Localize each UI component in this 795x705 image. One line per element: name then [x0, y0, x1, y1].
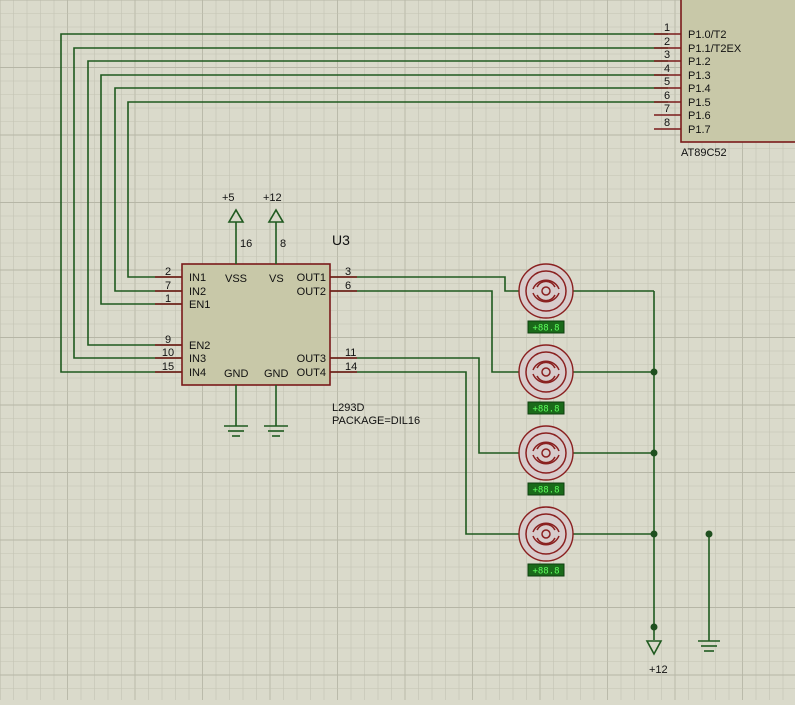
driver-pin-number: 2 [165, 266, 171, 278]
motors: +88.8 +88.8 +88.8 +88.8 [518, 263, 574, 577]
wire-p13-en1 [100, 74, 668, 305]
wire-p15-in1 [127, 101, 668, 278]
power-arrow-icon [227, 208, 245, 223]
motor-icon[interactable] [518, 425, 574, 481]
dc-motor[interactable]: +88.8 [518, 344, 574, 415]
driver-pin-number: 15 [162, 361, 174, 373]
driver-pin-vs-label: VS [269, 273, 284, 285]
motor-speed-probe [527, 401, 565, 415]
mcu-pin-number: 6 [664, 90, 670, 102]
power-plus12-label: +12 [263, 192, 282, 204]
mcu-pin-number: 4 [664, 63, 670, 75]
driver-pin-number: 14 [345, 361, 357, 373]
driver-pin-label: IN4 [189, 367, 206, 379]
driver-pin-label: EN2 [189, 340, 210, 352]
mcu-pin-label: P1.4 [688, 83, 711, 95]
driver-gnd-label: GND [224, 368, 249, 380]
mcu-pins: 1P1.0/T2 2P1.1/T2EX 3P1.2 4P1.3 5P1.4 6P1.5 7P… [654, 22, 742, 136]
driver-pin-label: EN1 [189, 299, 210, 311]
wire-out3 [330, 357, 520, 454]
power-plus5-label: +5 [222, 192, 235, 204]
driver-pin-number: 3 [345, 266, 351, 278]
mcu-pin-number: 1 [664, 22, 670, 34]
mcu-pin-label: P1.0/T2 [688, 29, 727, 41]
wire-out2 [330, 290, 520, 373]
mcu-pin-label: P1.6 [688, 110, 711, 122]
motor-speed-readout: +88.8 [532, 405, 559, 415]
driver-body[interactable] [181, 263, 331, 386]
mcu-name: AT89C52 [681, 147, 727, 159]
power-arrow-icon [645, 640, 663, 656]
driver-package: PACKAGE=DIL16 [332, 415, 420, 427]
driver-pin-number: 1 [165, 293, 171, 305]
mcu-pin-label: P1.3 [688, 70, 711, 82]
driver-pin-number: 11 [345, 347, 356, 359]
mcu-pin-number: 2 [664, 36, 670, 48]
mcu-pin-label: P1.1/T2EX [688, 43, 742, 55]
control-wires [60, 33, 668, 373]
mcu-pin-label: P1.7 [688, 124, 711, 136]
wire-p11-in3 [73, 47, 668, 359]
motor-speed-probe [527, 563, 565, 577]
wire-out4 [330, 371, 520, 535]
driver-pin-label: OUT4 [297, 367, 326, 379]
motor-icon[interactable] [518, 344, 574, 400]
driver-pin-number: 7 [165, 280, 171, 292]
driver-pin-label: IN3 [189, 353, 206, 365]
dc-motor[interactable]: +88.8 [518, 425, 574, 496]
driver-part: L293D [332, 402, 364, 414]
dc-motor[interactable]: +88.8 [518, 506, 574, 577]
mcu-pin-number: 3 [664, 49, 670, 61]
motor-speed-readout: +88.8 [532, 486, 559, 496]
motor-icon[interactable] [518, 263, 574, 319]
output-wires [330, 276, 658, 640]
motor-speed-probe [527, 320, 565, 334]
junction-dot [650, 449, 658, 457]
motor-speed-readout: +88.8 [532, 324, 559, 334]
driver-pin-number: 6 [345, 280, 351, 292]
power-plus12-bottom-label: +12 [649, 664, 668, 676]
wire-p10-in4 [60, 33, 668, 373]
driver-pin-16-num: 16 [240, 238, 252, 250]
driver-ref: U3 [332, 232, 350, 248]
power-arrow-icon [267, 208, 285, 223]
driver-pin-number: 10 [162, 347, 174, 359]
driver-pin-number: 9 [165, 334, 171, 346]
ground-symbol [224, 425, 248, 437]
dc-motor[interactable]: +88.8 [518, 263, 574, 334]
motor-speed-probe [527, 482, 565, 496]
wire-p12-en2 [87, 60, 668, 346]
junction-dot [650, 623, 658, 631]
driver-gnd-label: GND [264, 368, 289, 380]
driver-pin-label: IN2 [189, 286, 206, 298]
mcu-pin-label: P1.5 [688, 97, 711, 109]
driver-pin-8-num: 8 [280, 238, 286, 250]
driver-pin-label: OUT3 [297, 353, 326, 365]
mcu-pin-number: 5 [664, 76, 670, 88]
mcu-pin-number: 7 [664, 103, 670, 115]
wire-p14-in2 [114, 87, 668, 292]
junction-dot [650, 530, 658, 538]
driver-pin-label: IN1 [189, 272, 206, 284]
ground-symbol-right [698, 530, 720, 652]
mcu-pin-label: P1.2 [688, 56, 711, 68]
mcu-pin-number: 8 [664, 117, 670, 129]
wire-out1 [330, 276, 520, 292]
junction-dot [650, 368, 658, 376]
motor-speed-readout: +88.8 [532, 567, 559, 577]
mcu-at89c52[interactable]: 1P1.0/T2 2P1.1/T2EX 3P1.2 4P1.3 5P1.4 6P1.5 7P… [654, 0, 795, 159]
driver-pin-label: OUT2 [297, 286, 326, 298]
driver-pin-label: OUT1 [297, 272, 326, 284]
ground-symbol [264, 425, 288, 437]
mcu-body[interactable] [680, 0, 795, 143]
power-plus12-bottom: +12 [645, 640, 668, 676]
motor-icon[interactable] [518, 506, 574, 562]
driver-pin-vss-label: VSS [225, 273, 247, 285]
